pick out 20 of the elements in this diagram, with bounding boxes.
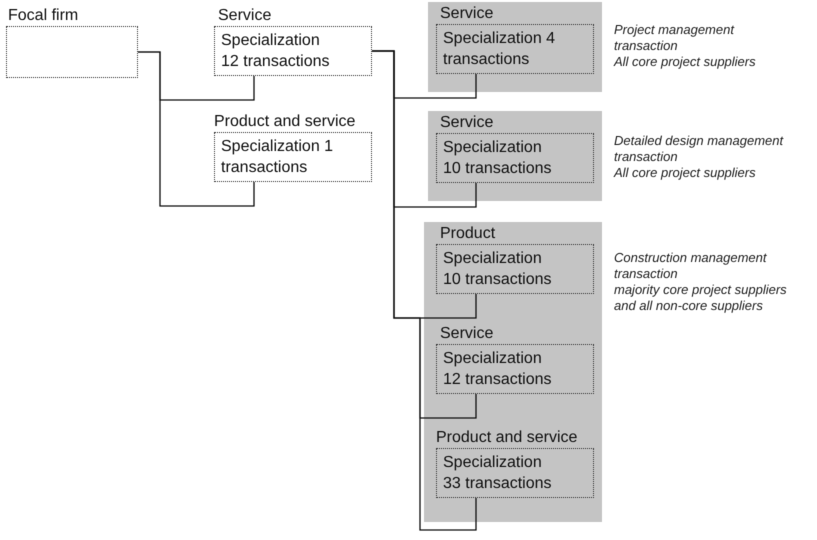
note-text: Construction management transaction majority core project suppliers and all non-core suppliers bbox=[614, 250, 788, 314]
category-heading: Service bbox=[440, 324, 494, 344]
specialization-text: Specialization 12 transactions bbox=[436, 344, 594, 394]
specialization-text: Specialization 12 transactions bbox=[214, 26, 372, 76]
specialization-text: Specialization 1 transactions bbox=[214, 132, 372, 182]
category-heading: Service bbox=[218, 6, 272, 26]
category-heading: Product and service bbox=[214, 112, 356, 132]
category-heading: Focal firm bbox=[8, 6, 78, 26]
tree-connector bbox=[138, 51, 255, 207]
specialization-text: Specialization 10 transactions bbox=[436, 133, 594, 183]
note-text: Project management transaction All core project suppliers bbox=[614, 22, 757, 70]
category-heading: Product and service bbox=[436, 428, 578, 448]
note-text: Detailed design management transaction All core project suppliers bbox=[614, 133, 784, 181]
specialization-text: Specialization 33 transactions bbox=[436, 448, 594, 498]
specialization-text: Specialization 10 transactions bbox=[436, 244, 594, 294]
tree-connector bbox=[372, 50, 477, 531]
category-heading: Service bbox=[440, 113, 494, 133]
specialization-text: Specialization 4 transactions bbox=[436, 24, 594, 74]
category-heading: Service bbox=[440, 4, 494, 24]
category-heading: Product bbox=[440, 224, 496, 244]
